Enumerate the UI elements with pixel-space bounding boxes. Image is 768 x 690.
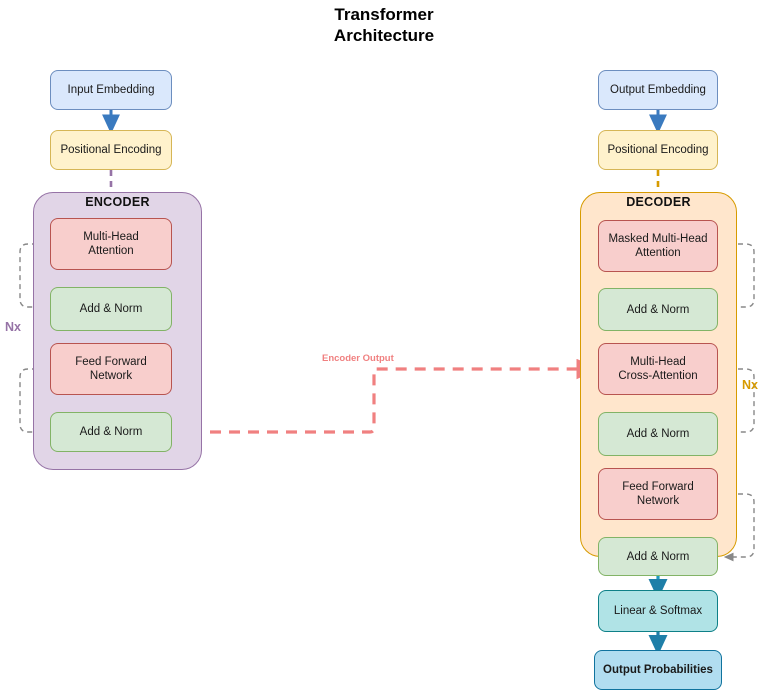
node-encoder-mha-line-1: Multi-Head (83, 231, 139, 243)
node-decoder-add-norm-1-label: Add & Norm (626, 303, 690, 316)
node-encoder-add-norm-1-label: Add & Norm (79, 303, 143, 315)
node-output-embedding-label: Output Embedding (610, 84, 706, 96)
encoder-residual-connections (19, 243, 55, 437)
node-output-probabilities[interactable]: Output Probabilities (594, 650, 722, 690)
node-decoder-add-norm-3-label: Add & Norm (626, 550, 690, 563)
decoder-residual-connections (720, 243, 755, 562)
title-line-2: Architecture (333, 26, 435, 45)
node-decoder-cross-attention-line-1: Multi-Head (630, 356, 686, 368)
node-decoder-masked-mha-line-2: Attention (635, 247, 681, 259)
node-decoder-positional-encoding[interactable]: Positional Encoding (598, 130, 718, 170)
node-decoder-masked-multi-head-attention[interactable]: Masked Multi-Head Attention (598, 220, 718, 272)
node-encoder-feed-forward-network[interactable]: Feed Forward Network (50, 343, 172, 395)
encoder-group-label: ENCODER (85, 195, 150, 209)
node-decoder-cross-attention-line-2: Cross-Attention (618, 370, 698, 382)
node-encoder-mha-line-2: Attention (88, 245, 134, 257)
node-decoder-add-norm-2[interactable]: Add & Norm (598, 412, 718, 456)
node-decoder-ffn-line-2: Network (636, 495, 680, 507)
node-output-embedding[interactable]: Output Embedding (598, 70, 718, 110)
node-linear-softmax-label: Linear & Softmax (613, 605, 703, 617)
node-encoder-add-norm-2-label: Add & Norm (79, 426, 143, 438)
node-encoder-multi-head-attention[interactable]: Multi-Head Attention (50, 218, 172, 270)
node-encoder-add-norm-1[interactable]: Add & Norm (50, 287, 172, 331)
node-decoder-add-norm-1[interactable]: Add & Norm (598, 288, 718, 331)
node-input-embedding[interactable]: Input Embedding (50, 70, 172, 110)
node-decoder-positional-encoding-label: Positional Encoding (607, 144, 709, 156)
node-decoder-add-norm-2-label: Add & Norm (626, 428, 690, 440)
node-input-embedding-label: Input Embedding (67, 84, 155, 96)
node-decoder-add-norm-3[interactable]: Add & Norm (598, 537, 718, 576)
title-line-1: Transformer (334, 5, 434, 24)
encoder-output-connector (172, 358, 600, 434)
node-encoder-ffn-line-1: Feed Forward (75, 356, 147, 368)
node-decoder-ffn-line-1: Feed Forward (622, 481, 694, 493)
decoder-group-label: DECODER (626, 195, 691, 209)
node-encoder-positional-encoding-label: Positional Encoding (60, 144, 162, 156)
node-linear-softmax[interactable]: Linear & Softmax (598, 590, 718, 632)
encoder-output-label: Encoder Output (322, 353, 394, 364)
encoder-repeat-label: Nx (5, 320, 21, 334)
node-decoder-cross-attention[interactable]: Multi-Head Cross-Attention (598, 343, 718, 395)
node-encoder-ffn-line-2: Network (89, 370, 133, 382)
decoder-repeat-label: Nx (742, 378, 758, 392)
node-output-probabilities-label: Output Probabilities (603, 664, 713, 676)
node-encoder-add-norm-2[interactable]: Add & Norm (50, 412, 172, 452)
page-title: Transformer Architecture (0, 4, 768, 46)
node-encoder-positional-encoding[interactable]: Positional Encoding (50, 130, 172, 170)
node-decoder-feed-forward-network[interactable]: Feed Forward Network (598, 468, 718, 520)
node-decoder-masked-mha-line-1: Masked Multi-Head (608, 233, 708, 245)
